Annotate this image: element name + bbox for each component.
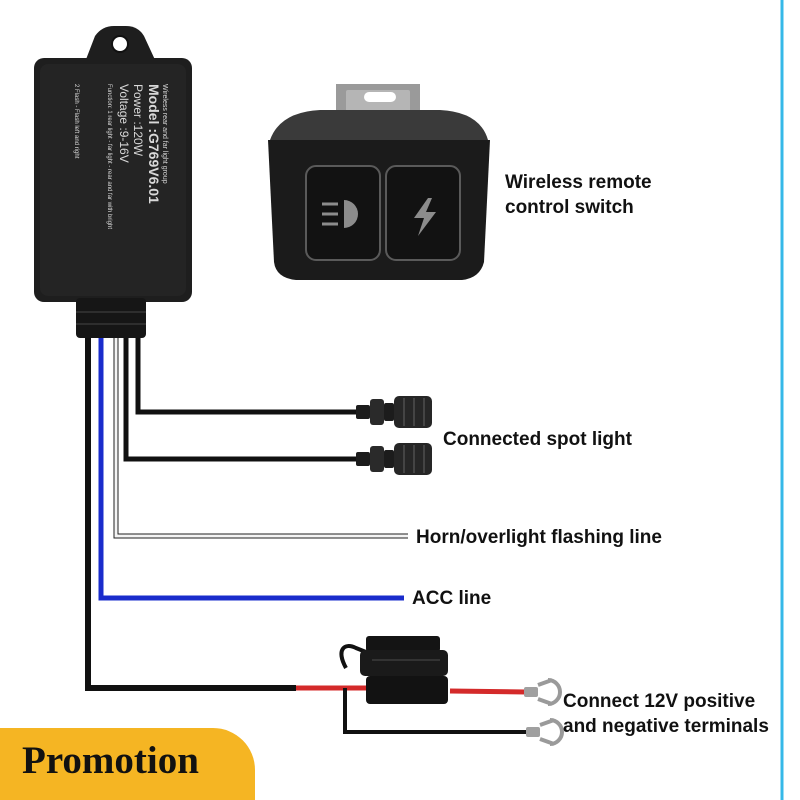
- wire-harness: [85, 335, 527, 734]
- label-power-terminals: Connect 12V positive and negative termin…: [563, 689, 800, 739]
- label-horn-line: Horn/overlight flashing line: [416, 527, 662, 548]
- controller-function: Function: 1 rear light - far light - rea…: [106, 84, 112, 229]
- promotion-text: Promotion: [22, 739, 199, 782]
- promotion-banner: [0, 728, 255, 800]
- label-power-line1: Connect 12V positive: [563, 691, 756, 712]
- positive-wire-right: [449, 688, 527, 695]
- horn-wire: [114, 335, 408, 538]
- label-wireless-remote-line2: control switch: [505, 197, 634, 218]
- label-acc-line: ACC line: [412, 588, 492, 609]
- mount-hole: [111, 35, 129, 53]
- ring-terminal-negative: [526, 718, 564, 746]
- label-wireless-remote-line1: Wireless remote: [505, 172, 652, 193]
- controller-power: Power :120W: [131, 84, 145, 157]
- controller-voltage: Voltage :9-16V: [117, 84, 131, 163]
- lightning-icon: [414, 198, 436, 236]
- spot-connector-1: [356, 396, 432, 428]
- controller-flash: 2 Flash - Flash left and right: [73, 84, 79, 159]
- label-spot-light: Connected spot light: [443, 429, 632, 450]
- controller-module: Wireless rear and far light group Model …: [34, 26, 192, 338]
- fuse-holder: [339, 636, 448, 704]
- horn-wire-outline: [113, 335, 408, 539]
- main-power-wire: [85, 335, 296, 691]
- spot-wire-2: [123, 335, 356, 462]
- wireless-remote: [268, 84, 490, 280]
- spot-wire-1: [135, 335, 356, 415]
- negative-wire: [343, 688, 527, 734]
- ring-terminal-positive: [524, 678, 562, 706]
- remote-button-left: [305, 165, 381, 261]
- controller-header: Wireless rear and far light group: [161, 84, 168, 184]
- acc-wire: [98, 335, 404, 601]
- label-power-line2: and negative terminals: [563, 716, 769, 737]
- label-wireless-remote: Wireless remote control switch: [505, 170, 705, 220]
- controller-model: Model :G769V6.01: [146, 84, 162, 204]
- spot-connector-2: [356, 443, 432, 475]
- headlight-icon: [322, 200, 358, 228]
